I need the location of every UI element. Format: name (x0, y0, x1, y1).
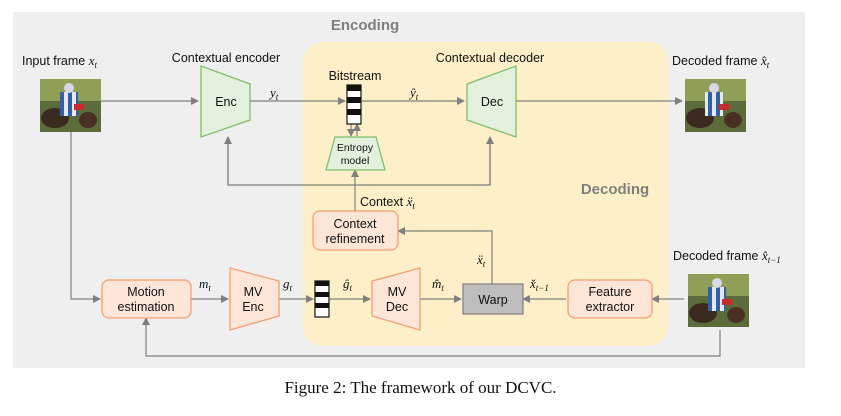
contextual-decoder-label: Contextual decoder (436, 51, 544, 65)
framework-diagram: Encoding Decoding (13, 12, 805, 368)
enc-block: Enc (200, 65, 251, 138)
x-ddot-t-warp-label: ẍt (476, 252, 486, 269)
contextual-encoder-label: Contextual encoder (172, 51, 280, 65)
decoded-frame-t1-image (688, 274, 749, 327)
g-hat-t-label: ĝt (343, 276, 353, 293)
svg-text:Context: Context (333, 217, 377, 231)
svg-text:MV: MV (388, 285, 407, 299)
bitstream-block (346, 84, 362, 125)
dec-label: Dec (481, 95, 503, 109)
svg-text:Motion: Motion (127, 285, 165, 299)
g-t-label: gt (283, 276, 293, 293)
dec-block: Dec (466, 65, 517, 138)
svg-text:Dec: Dec (386, 300, 408, 314)
m-t-label: mt (199, 276, 211, 293)
encoding-title: Encoding (331, 17, 399, 34)
decoded-frame-t-image (685, 79, 746, 132)
decoding-region (303, 42, 668, 346)
decoding-title: Decoding (581, 181, 649, 198)
decoded-frame-t-label: Decoded frame x̂t (672, 53, 770, 70)
svg-text:extractor: extractor (586, 300, 635, 314)
mv-dec-block: MV Dec (371, 267, 421, 331)
context-label: Context ẍt (360, 194, 415, 211)
context-refinement-block: Context refinement (312, 210, 399, 251)
input-frame-label: Input frame xt (22, 53, 98, 70)
entropy-model-block: Entropy model (325, 136, 386, 171)
input-frame-image (40, 79, 101, 132)
mv-enc-block: MV Enc (229, 267, 280, 331)
figure-caption: Figure 2: The framework of our DCVC. (284, 378, 557, 397)
decoded-frame-t1-label: Decoded frame x̂t−1 (673, 248, 781, 265)
mv-bitstream-block (314, 280, 330, 318)
svg-text:Enc: Enc (242, 300, 264, 314)
motion-estimation-block: Motion estimation (101, 279, 192, 319)
bitstream-label: Bitstream (329, 69, 382, 83)
svg-text:refinement: refinement (325, 232, 385, 246)
svg-text:Warp: Warp (478, 293, 507, 307)
svg-text:Feature: Feature (588, 285, 631, 299)
warp-block: Warp (462, 283, 524, 315)
y-hat-t-label: ŷt (408, 85, 419, 102)
feature-extractor-block: Feature extractor (567, 279, 653, 319)
m-hat-t-label: m̂t (432, 276, 444, 293)
enc-label: Enc (215, 95, 237, 109)
y-t-label: yt (268, 85, 279, 102)
svg-text:estimation: estimation (118, 300, 175, 314)
svg-text:Entropy: Entropy (337, 142, 374, 154)
svg-text:model: model (341, 155, 370, 167)
x-check-t1-label: x̌t−1 (529, 276, 549, 293)
svg-text:MV: MV (244, 285, 263, 299)
